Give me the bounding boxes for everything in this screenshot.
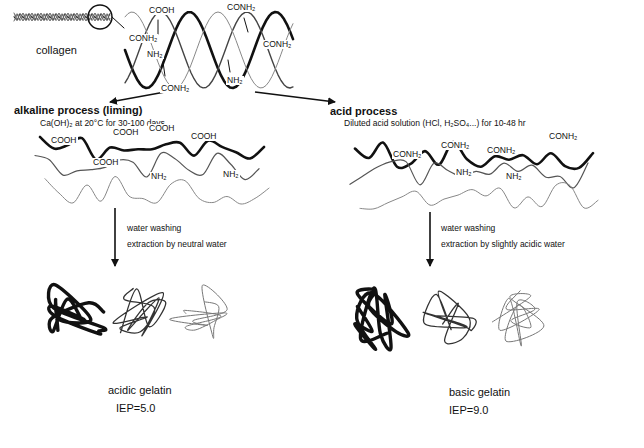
- group-label: CONH₂: [548, 132, 578, 141]
- group-label: NH₂: [505, 172, 523, 181]
- group-label: COOH: [148, 124, 176, 133]
- stage-region: acid processDiluted acid solution (HCl, …: [322, 102, 612, 212]
- zoom-line: [112, 17, 124, 28]
- helix-strand: [125, 12, 293, 88]
- stage-title: acidic gelatin: [108, 384, 172, 397]
- group-label: COOH: [148, 6, 176, 15]
- gelatin-coil: [492, 291, 544, 346]
- step-note: extraction by neutral water: [126, 240, 228, 249]
- side-chain: [244, 18, 248, 32]
- group-label: NH₂: [226, 76, 244, 85]
- group-label: COOH: [92, 158, 120, 167]
- group-label: CONH₂: [262, 40, 292, 49]
- stage-title: basic gelatin: [449, 386, 510, 399]
- group-label: NH₂: [222, 170, 240, 179]
- gelatin-coil: [355, 288, 409, 350]
- peptide-chain: [355, 142, 593, 169]
- group-label: NH₂: [455, 168, 473, 177]
- zoom-circle: [88, 5, 112, 29]
- step-note: water washing: [126, 224, 182, 233]
- gelatin-coil: [170, 285, 228, 338]
- collagen-fiber: [14, 14, 110, 21]
- peptide-chain: [35, 152, 259, 179]
- helix-strand: [125, 12, 293, 88]
- helix-strand: [125, 12, 293, 88]
- group-label: CONH₂: [160, 84, 190, 93]
- group-label: CONH₂: [486, 146, 516, 155]
- process-arrow: [114, 208, 116, 266]
- group-label: CONH₂: [440, 141, 470, 150]
- collagen-fiber: [14, 13, 110, 19]
- gelatin-coil: [113, 289, 166, 336]
- step-note: extraction by slightly acidic water: [440, 240, 566, 249]
- group-label: CONH₂: [392, 150, 422, 159]
- stage-title: acid process: [330, 105, 397, 118]
- stage-region: collagen: [8, 2, 300, 92]
- step-note: water washing: [440, 224, 496, 233]
- gelatin-coil: [423, 291, 476, 344]
- group-label: NH₂: [146, 50, 164, 59]
- group-label: NH₂: [150, 172, 168, 181]
- stage-note: Diluted acid solution (HCl, H₂SO₄...) fo…: [344, 119, 529, 129]
- gelatin-coil: [48, 284, 105, 334]
- stage-region: basic gelatinIEP=9.0: [335, 266, 575, 422]
- process-arrow: [255, 92, 335, 102]
- stage-title: alkaline process (liming): [14, 104, 142, 117]
- stage-note: Ca(OH)₂ at 20°C for 30-100 days: [40, 119, 165, 129]
- peptide-chain: [360, 183, 598, 210]
- stage-note: IEP=9.0: [449, 404, 488, 417]
- collagen-fiber: [14, 14, 110, 21]
- side-chain: [158, 20, 159, 34]
- group-label: CONH₂: [226, 3, 256, 12]
- stage-title: collagen: [36, 44, 77, 57]
- stage-region: acidic gelatinIEP=5.0: [30, 266, 260, 422]
- group-label: COOH: [50, 136, 78, 145]
- peptide-chain: [40, 137, 264, 160]
- group-label: CONH₂: [128, 34, 158, 43]
- side-chain: [163, 62, 165, 76]
- peptide-chain: [350, 160, 588, 188]
- group-label: COOH: [190, 132, 218, 141]
- process-arrow: [110, 92, 165, 102]
- stage-note: IEP=5.0: [116, 402, 155, 415]
- side-chain: [228, 60, 230, 72]
- process-arrow: [429, 212, 431, 266]
- stage-region: alkaline process (liming) Ca(OH)₂ at 20°C…: [10, 102, 285, 208]
- group-label: COOH: [112, 128, 140, 137]
